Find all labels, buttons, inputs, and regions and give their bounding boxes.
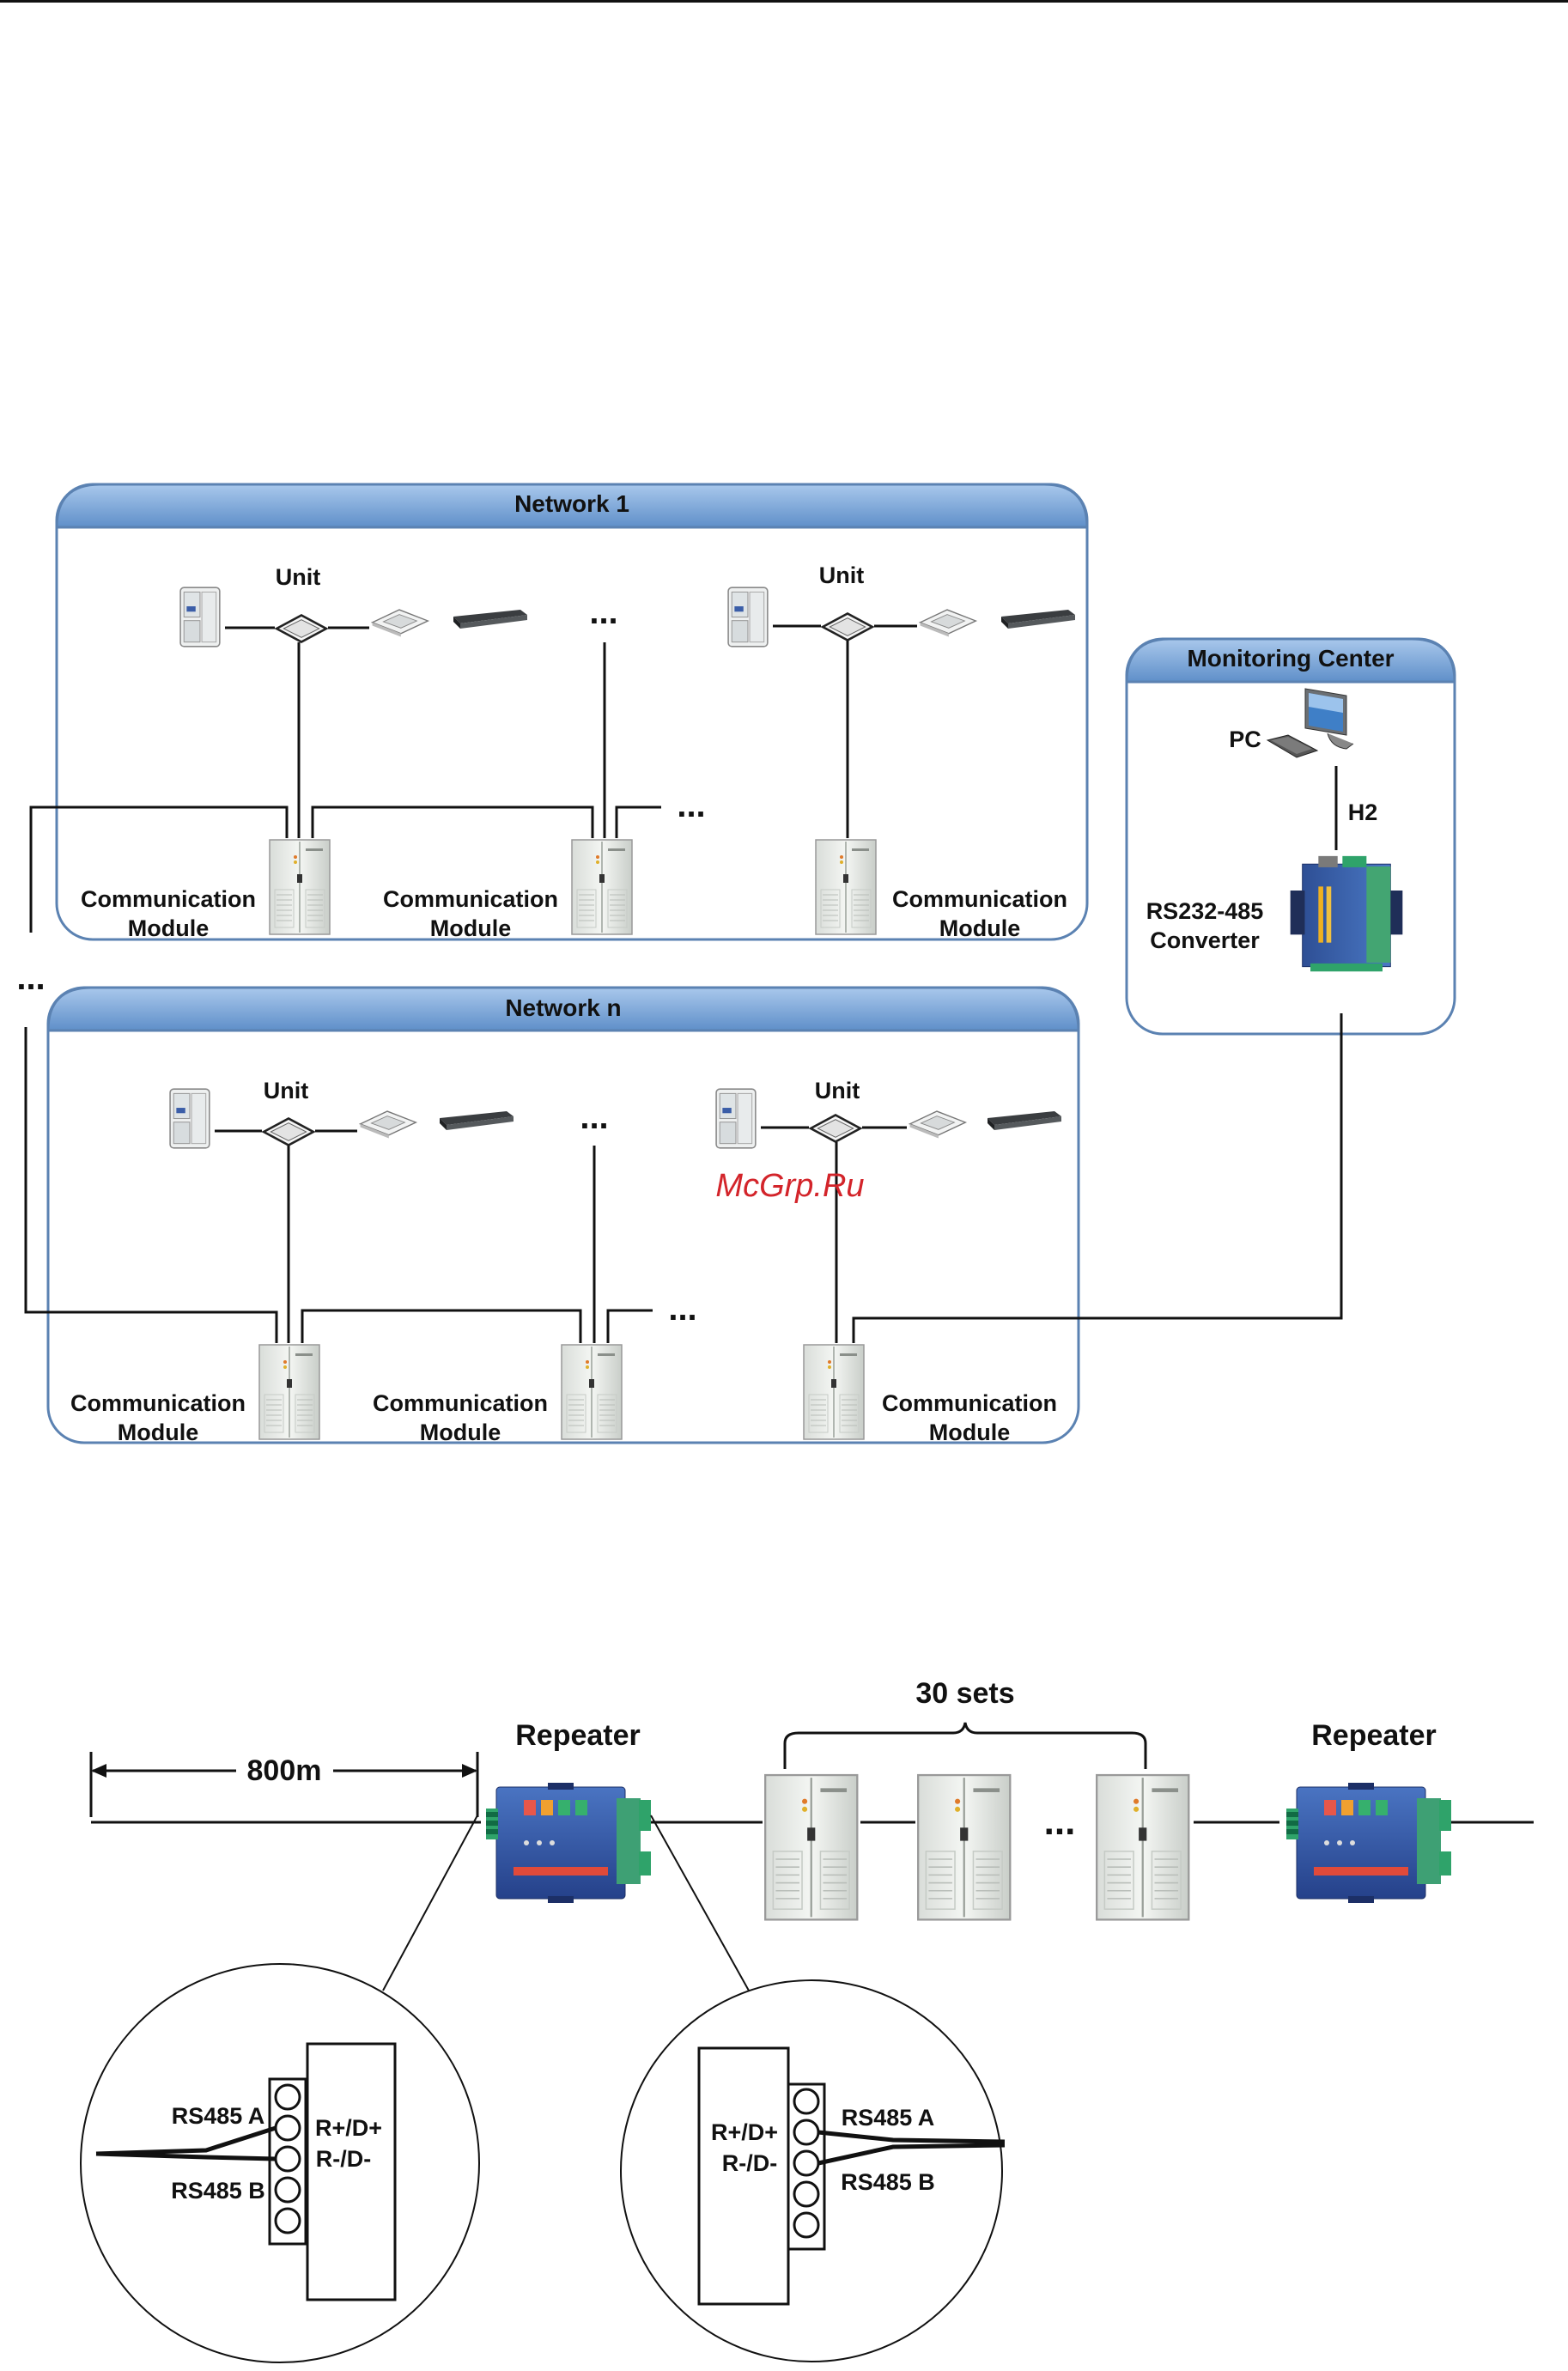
monitoring-center-content: PC H2 RS232-485 Converter: [1146, 688, 1403, 972]
ellipsis: ...: [16, 959, 45, 997]
repeater-icon: [1285, 1783, 1451, 1903]
ellipsis: ...: [1044, 1801, 1076, 1843]
network-n-title: Network n: [505, 994, 621, 1021]
network-n-panel: Network n: [46, 986, 1080, 1444]
comm-module-label: Module: [420, 1420, 501, 1445]
repeater-label: Repeater: [1311, 1719, 1437, 1752]
repeater-icon: [485, 1783, 651, 1903]
comm-module-label: Communication: [373, 1390, 548, 1416]
ellipsis: ...: [589, 593, 617, 631]
comm-module-label: Module: [128, 915, 210, 941]
r-plus-label: R+/D+: [315, 2115, 382, 2141]
converter-label: Converter: [1150, 927, 1260, 953]
communication-module-icon: [764, 1773, 859, 1921]
communication-module-icon: [571, 839, 633, 935]
sets-label: 30 sets: [915, 1677, 1014, 1710]
h2-label: H2: [1348, 799, 1378, 825]
r-minus-label: R-/D-: [722, 2150, 777, 2176]
comm-module-label: Communication: [70, 1390, 246, 1416]
rs485-b-label: RS485 B: [171, 2178, 265, 2204]
right-terminal-detail: RS485 A RS485 B R+/D+ R-/D-: [620, 1979, 1006, 2362]
rs232-485-converter-icon: [1290, 855, 1403, 972]
network-1-title: Network 1: [514, 490, 629, 517]
r-plus-label: R+/D+: [711, 2119, 778, 2145]
watermark: McGrp.Ru: [715, 1168, 864, 1204]
repeater-diagram: 800m Repeater Repeater 30 sets ...: [80, 1677, 1534, 2363]
outdoor-unit-icon: [727, 587, 769, 647]
top-rule: [0, 0, 1568, 3]
unit-label: Unit: [264, 1078, 308, 1103]
unit-label: Unit: [819, 562, 864, 588]
rs485-b-label: RS485 B: [841, 2169, 935, 2195]
comm-module-label: Communication: [81, 886, 256, 912]
r-minus-label: R-/D-: [316, 2146, 371, 2172]
communication-module-icon: [803, 1344, 865, 1440]
comm-module-label: Communication: [892, 886, 1067, 912]
ellipsis: ...: [668, 1290, 696, 1328]
monitoring-center-title: Monitoring Center: [1187, 645, 1394, 672]
pc-label: PC: [1229, 726, 1261, 752]
outdoor-unit-icon: [179, 587, 221, 647]
ellipsis: ...: [677, 787, 705, 824]
communication-module-icon: [269, 839, 331, 935]
comm-module-label: Module: [430, 915, 512, 941]
rs485-a-label: RS485 A: [842, 2105, 935, 2131]
rs485-a-label: RS485 A: [172, 2103, 265, 2129]
outdoor-unit-icon: [169, 1088, 210, 1149]
comm-module-label: Module: [929, 1420, 1011, 1445]
network-n-content: Unit Unit ... ... Communication Module C…: [24, 1013, 1343, 1445]
unit-label: Unit: [276, 564, 320, 590]
distance-label: 800m: [247, 1754, 322, 1787]
communication-module-icon: [258, 1344, 320, 1440]
comm-module-label: Communication: [383, 886, 558, 912]
comm-module-label: Module: [939, 915, 1021, 941]
unit-label: Unit: [815, 1078, 860, 1103]
communication-module-icon: [815, 839, 877, 935]
comm-module-label: Communication: [882, 1390, 1057, 1416]
monitoring-center-panel: Monitoring Center: [1125, 637, 1456, 1036]
left-terminal-detail: RS485 A RS485 B R+/D+ R-/D-: [80, 1963, 480, 2363]
network-1-panel: Network 1: [55, 483, 1089, 941]
network-1-content: Unit Unit ... ... Communication Module C…: [29, 562, 1075, 941]
converter-label: RS232-485: [1146, 898, 1264, 924]
comm-module-label: Module: [118, 1420, 199, 1445]
communication-module-icon: [561, 1344, 623, 1440]
repeater-label: Repeater: [515, 1719, 641, 1752]
communication-module-icon: [917, 1773, 1012, 1921]
communication-module-icon: [1096, 1773, 1190, 1921]
outdoor-unit-icon: [715, 1088, 757, 1149]
ellipsis: ...: [580, 1098, 608, 1136]
